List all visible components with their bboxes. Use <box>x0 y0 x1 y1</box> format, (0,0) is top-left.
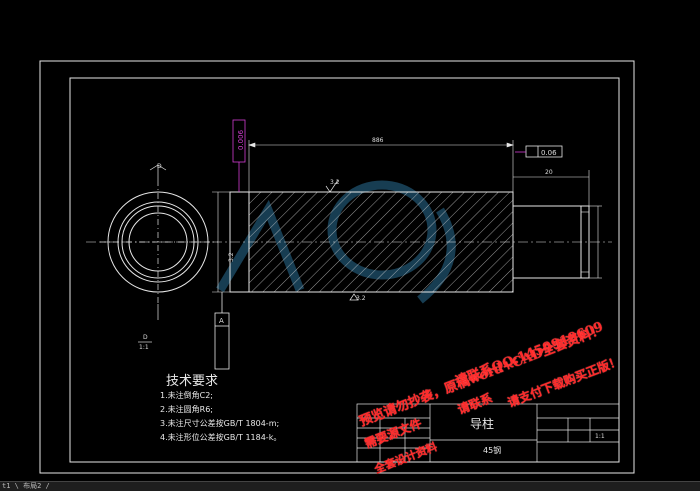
title-block <box>356 403 620 463</box>
inner-frame <box>69 77 620 463</box>
shaft-main-view <box>86 191 612 293</box>
left-roughness-label: 3.2 <box>228 252 235 262</box>
tech-requirements-title: 技术要求 <box>166 374 219 389</box>
step-length-label: 20 <box>545 169 553 176</box>
datum-frame <box>214 292 230 370</box>
section-mark-bottom: D <box>143 334 148 341</box>
roughness-bottom-icon <box>349 293 359 301</box>
overall-length-label: 886 <box>372 137 384 144</box>
part-name: 导柱 <box>470 416 494 431</box>
section-scale-label: 1:1 <box>139 344 149 351</box>
material-label: 45钢 <box>483 445 501 455</box>
dimension-step <box>513 170 602 279</box>
tech-requirement-item: 3.未注尺寸公差按GB/T 1804-m; <box>160 419 280 428</box>
tolerance-frame-top <box>232 119 246 192</box>
tolerance-right-label: 0.06 <box>541 149 557 157</box>
tech-requirements-list: 1.未注倒角C2; 2.未注圆角R6; 3.未注尺寸公差按GB/T 1804-m… <box>160 389 281 445</box>
end-view <box>100 164 218 320</box>
tolerance-frame-right <box>515 145 563 158</box>
tech-requirement-item: 2.未注圆角R6; <box>160 405 213 414</box>
section-mark-top: D <box>157 163 162 170</box>
scale-label: 1:1 <box>595 433 605 440</box>
tech-requirement-item: 4.未注形位公差按GB/T 1184-k。 <box>160 433 282 442</box>
outer-frame <box>39 60 635 474</box>
roughness-top-label: 3.2 <box>330 179 340 186</box>
tech-requirement-item: 1.未注倒角C2; <box>160 391 214 400</box>
datum-label: A <box>219 317 224 325</box>
tolerance-top-label: 0.006 <box>237 129 245 150</box>
roughness-top-icon <box>325 179 339 193</box>
layout-tab-bar[interactable]: t1 \ 布局2 / <box>0 481 700 491</box>
dimension-overall <box>248 140 514 192</box>
layout-tabs-label[interactable]: t1 \ 布局2 / <box>2 482 50 490</box>
roughness-bottom-label: 3.2 <box>356 295 366 302</box>
